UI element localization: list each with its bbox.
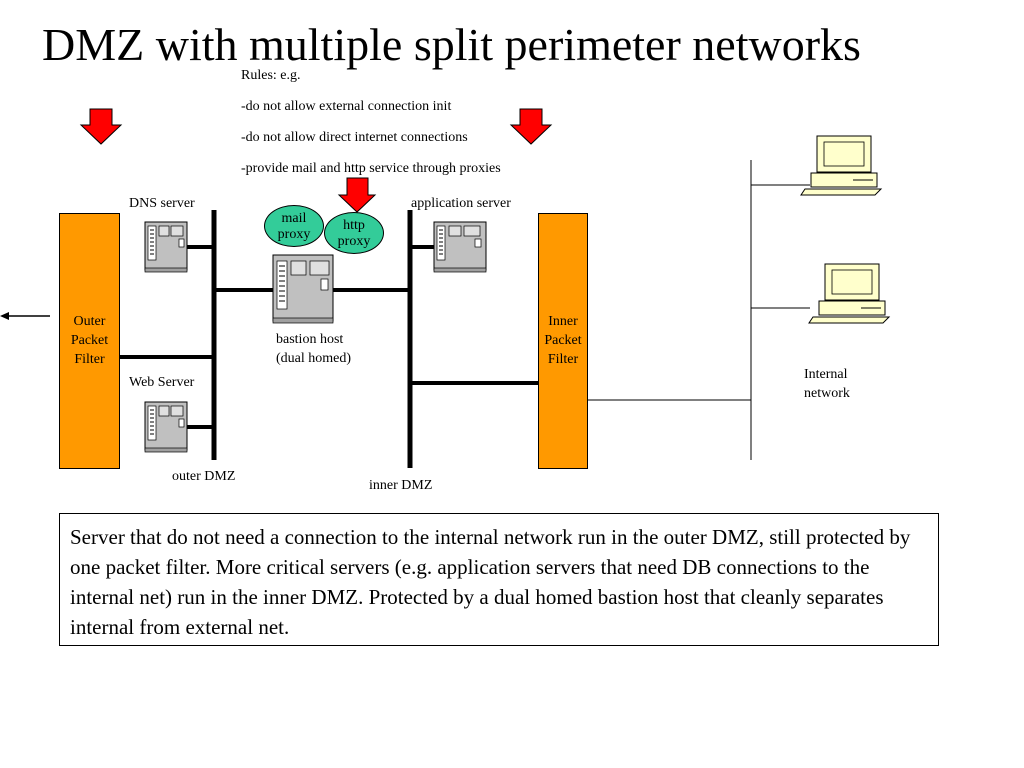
rules-heading: Rules: e.g. [241,68,301,83]
red-arrow-left-icon [79,108,123,145]
workstation-icon [808,263,891,324]
external-arrow-icon [0,312,50,320]
internal-line-2: network [804,385,850,401]
inner-packet-filter [538,213,588,469]
http-proxy-bubble: http proxy [324,212,384,254]
internal-network-label: Internal network [804,366,850,404]
web-server-label: Web Server [129,375,195,390]
outer-filter-line-3: Filter [74,351,105,367]
inner-dmz-label: inner DMZ [369,478,433,493]
workstation-icon [800,135,883,196]
bastion-host-label: bastion host (dual homed) [276,331,351,369]
web-server-icon [144,401,188,453]
outer-packet-filter [59,213,120,469]
mail-proxy-bubble: mail proxy [264,205,324,247]
inner-packet-filter-label: Inner Packet Filter [533,313,593,370]
http-proxy-line-2: proxy [337,234,371,250]
inner-filter-line-1: Inner [548,314,578,329]
outer-filter-line-1: Outer [73,314,106,329]
rule-item-1: -do not allow external connection init [241,99,452,114]
http-proxy-line-1: http [343,218,365,233]
bastion-line-1: bastion host [276,332,344,347]
internal-line-1: Internal [804,367,848,382]
page-title: DMZ with multiple split perimeter networ… [42,19,861,70]
application-server-icon [433,221,487,273]
rule-item-2: -do not allow direct internet connection… [241,130,468,145]
rule-item-3: -provide mail and http service through p… [241,161,501,176]
outer-packet-filter-label: Outer Packet Filter [59,313,120,370]
red-arrow-right-icon [509,108,553,145]
description-box: Server that do not need a connection to … [59,513,939,646]
inner-filter-line-2: Packet [544,332,582,348]
application-server-label: application server [411,196,511,211]
red-arrow-proxy-icon [337,177,377,213]
inner-filter-line-3: Filter [547,351,579,367]
mail-proxy-line-2: proxy [277,227,311,243]
mail-proxy-line-1: mail [281,211,307,226]
outer-filter-line-2: Packet [70,332,109,348]
bastion-line-2: (dual homed) [276,350,352,366]
dns-server-label: DNS server [129,196,195,211]
outer-dmz-label: outer DMZ [172,469,236,484]
dns-server-icon [144,221,188,273]
bastion-host-icon [272,254,334,324]
